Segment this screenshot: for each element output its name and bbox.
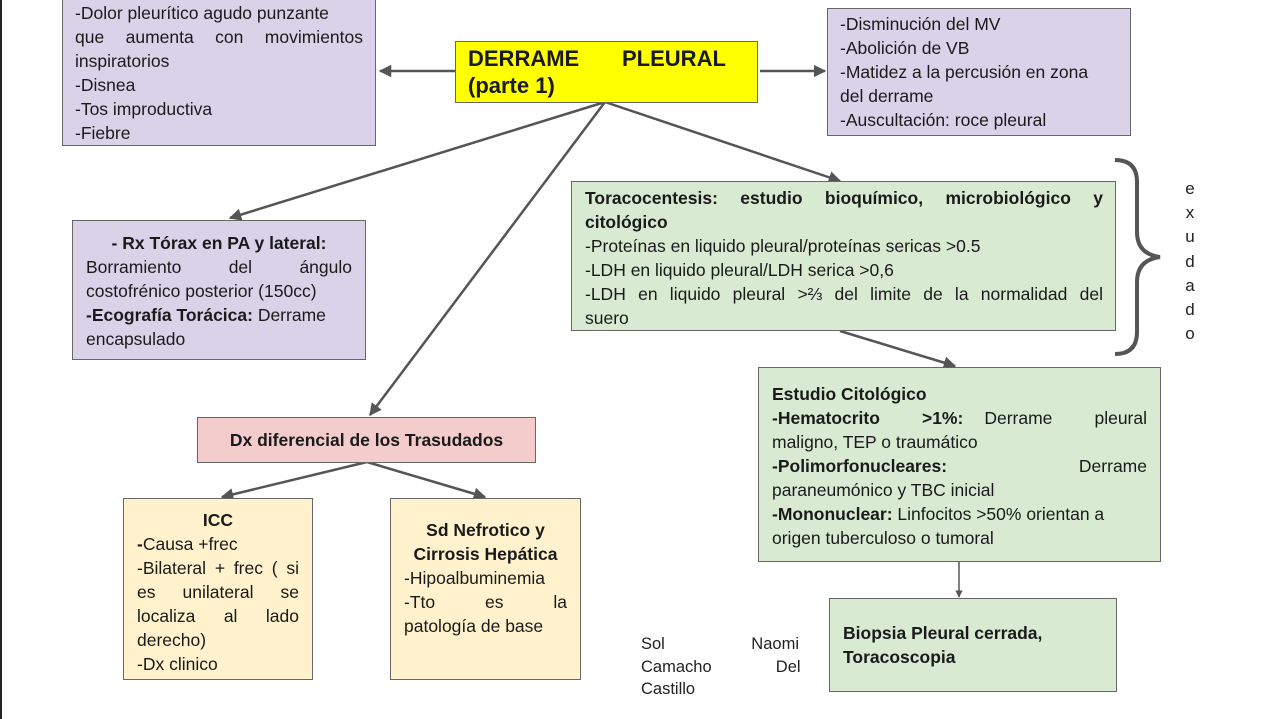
cytology-title: Estudio Citológico (772, 384, 927, 404)
eco-line: encapsulado (86, 329, 186, 349)
thoracentesis-line: -LDH en liquido pleural/LDH serica >0,6 (585, 260, 894, 280)
cytology-box: Estudio Citológico -Hematocrito >1%: Der… (758, 367, 1161, 562)
mono-line: origen tuberculoso o tumoral (772, 528, 994, 548)
title-subtitle: (parte 1) (468, 73, 555, 98)
thoracentesis-title: citológico (585, 212, 668, 232)
nefro-line: -Tto es la (404, 592, 567, 612)
thoracentesis-line: suero (585, 308, 629, 328)
nefro-line: patología de base (404, 616, 544, 636)
dx-label: Dx diferencial de los Trasudados (229, 430, 504, 450)
mono-text: Linfocitos >50% orientan a (892, 504, 1105, 524)
thoracentesis-line: -Proteínas en liquido pleural/proteínas … (585, 236, 981, 256)
exudado-letter: a (1185, 275, 1195, 295)
signs-box: -Disminución del MV -Abolición de VB -Ma… (827, 8, 1131, 136)
hematocrit-text: Derrame pleural (963, 408, 1147, 428)
rx-line: costofrénico posterior (150cc) (86, 281, 317, 301)
symptoms-line: -Dolor pleurítico agudo punzante (75, 3, 329, 23)
biopsy-line: Toracoscopia (843, 647, 956, 667)
exudado-letter: u (1185, 227, 1195, 247)
exudado-letter: x (1185, 203, 1195, 223)
exudado-letter: o (1185, 324, 1195, 344)
title-box: DERRAME PLEURAL (parte 1) (455, 41, 758, 103)
exudado-letter: d (1185, 251, 1195, 271)
pmn-text: Derrame (1078, 456, 1147, 476)
nefro-line: -Hipoalbuminemia (404, 568, 546, 588)
biopsy-line: Biopsia Pleural cerrada, (843, 623, 1043, 643)
signs-line: -Disminución del MV (840, 14, 1001, 34)
symptoms-line: -Tos improductiva (75, 99, 213, 119)
rx-title: - Rx Tórax en PA y lateral: (111, 233, 327, 253)
icc-line: es unilateral se (137, 582, 299, 602)
hematocrit-title: -Hematocrito >1%: (772, 408, 964, 428)
thoracentesis-title: Toracocentesis: estudio bioquímico, micr… (585, 188, 1103, 208)
icc-box: ICC -Causa +frec -Bilateral + frec ( si … (123, 498, 313, 680)
pmn-title: -Polimorfonucleares: (772, 456, 948, 476)
arrow-to-nefro (366, 460, 487, 500)
author-credit: Sol Naomi Camacho Del Castillo (641, 633, 801, 701)
hematocrit-line: maligno, TEP o traumático (772, 432, 978, 452)
eco-title: -Ecografía Torácica: (86, 305, 253, 325)
signs-line: -Auscultación: roce pleural (840, 110, 1047, 130)
biopsy-box: Biopsia Pleural cerrada, Toracoscopia (829, 598, 1117, 692)
signs-line: -Matidez a la percusión en zona (840, 62, 1089, 82)
symptoms-line: -Fiebre (75, 123, 131, 143)
signs-line: -Abolición de VB (840, 38, 970, 58)
icc-title: ICC (202, 510, 234, 530)
nefro-title: Cirrosis Hepática (413, 544, 558, 564)
icc-line: derecho) (137, 630, 207, 650)
thoracentesis-box: Toracocentesis: estudio bioquímico, micr… (571, 181, 1116, 331)
mono-title: -Mononuclear: (772, 504, 893, 524)
imaging-box: - Rx Tórax en PA y lateral: Borramiento … (72, 220, 366, 360)
icc-line: -Dx clinico (137, 654, 218, 674)
exudado-label: e x u d a d o (1182, 177, 1198, 346)
arrow-to-dx (369, 101, 606, 416)
thoracentesis-line: -LDH en liquido pleural >⅔ del limite de… (585, 284, 1103, 304)
exudado-brace (1114, 158, 1161, 356)
nefro-box: Sd Nefrotico y Cirrosis Hepática -Hipoal… (390, 498, 581, 680)
icc-line: localiza al lado (137, 606, 299, 626)
signs-line: del derrame (840, 86, 934, 106)
eco-line: -Ecografía Torácica: Derrame (86, 303, 352, 327)
arrow-to-cytology (839, 329, 957, 369)
icc-line: -Bilateral + frec ( si (137, 558, 299, 578)
mono-line: -Mononuclear: Linfocitos >50% orientan a (772, 502, 1147, 526)
arrow-to-icc (220, 460, 368, 501)
author-line: Castillo (641, 680, 696, 698)
dx-trasudados-box: Dx diferencial de los Trasudados (197, 417, 536, 463)
arrow-to-thoracentesis (604, 100, 842, 184)
title-line: DERRAME PLEURAL (468, 46, 726, 71)
author-line: Camacho Del (641, 657, 801, 676)
symptoms-line: que aumenta con movimientos (75, 27, 363, 47)
symptoms-line: -Disnea (75, 75, 136, 95)
symptoms-box: -Dolor pleurítico agudo punzante que aum… (62, 0, 376, 146)
hematocrit-line: -Hematocrito >1%: Derrame pleural (772, 406, 1147, 430)
pmn-line: paraneumónico y TBC inicial (772, 480, 995, 500)
icc-line: -Causa +frec (137, 534, 238, 554)
eco-text: Derrame (252, 305, 326, 325)
pmn-line: -Polimorfonucleares: Derrame (772, 454, 1147, 478)
symptoms-line: inspiratorios (75, 51, 170, 71)
page-left-border (0, 0, 2, 719)
nefro-title: Sd Nefrotico y (426, 520, 545, 540)
author-line: Sol Naomi (641, 635, 799, 653)
exudado-letter: d (1185, 300, 1195, 320)
exudado-letter: e (1185, 179, 1195, 198)
rx-line: Borramiento del ángulo (86, 257, 352, 277)
